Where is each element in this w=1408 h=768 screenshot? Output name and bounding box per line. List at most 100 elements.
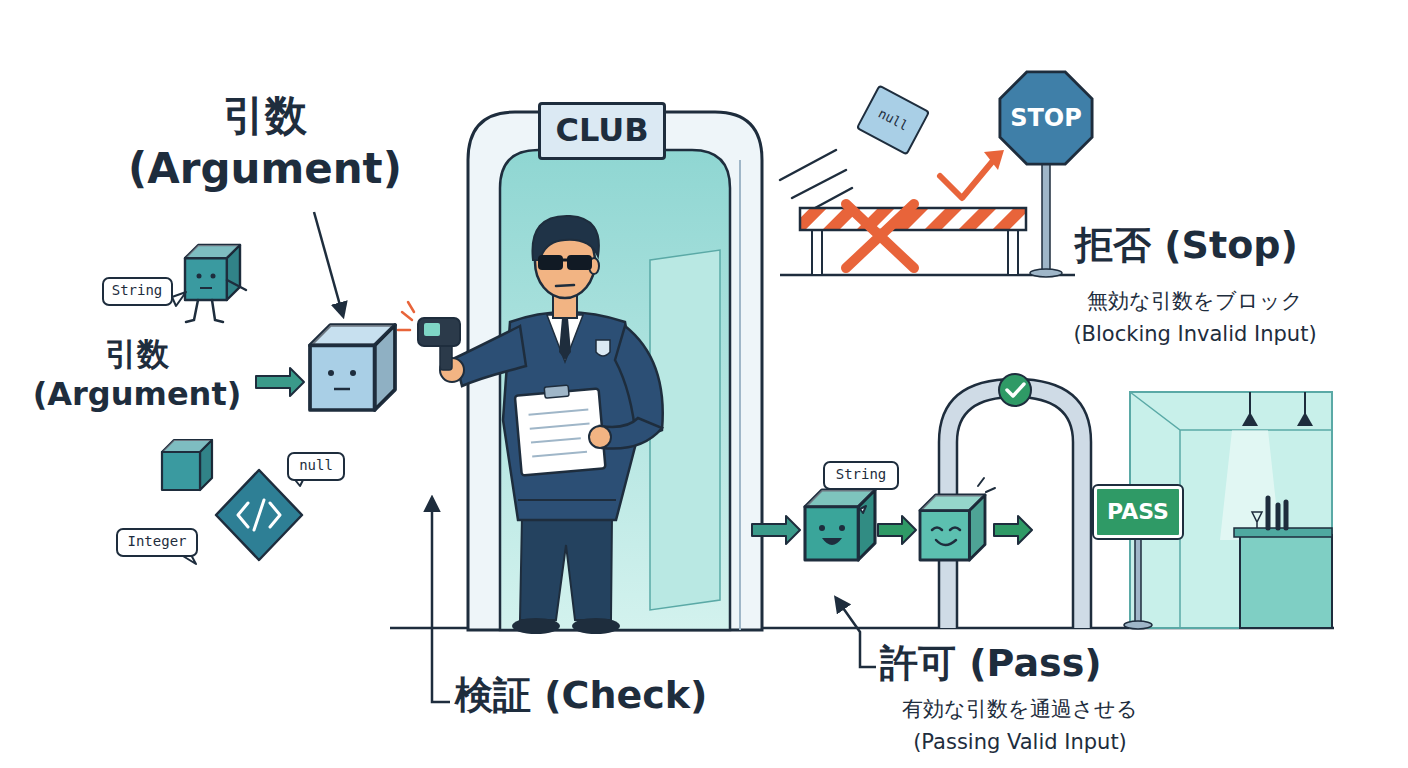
bouncer-figure — [556, 285, 574, 286]
bouncer-figure — [455, 326, 526, 386]
pass-sign: PASS — [1094, 486, 1182, 538]
pass-gate — [1250, 392, 1305, 414]
argument-cube — [238, 500, 280, 530]
bouncer-figure — [529, 409, 592, 456]
bouncer-figure — [596, 340, 610, 356]
bouncer-figure — [532, 216, 598, 260]
bouncer-figure — [398, 216, 663, 634]
bouncer-figure — [424, 323, 440, 336]
stop-sign: STOP — [998, 70, 1094, 166]
valid-argument-cube — [822, 538, 842, 545]
bouncer-figure — [562, 259, 568, 262]
pass-gate — [999, 374, 1031, 406]
leader-line — [314, 212, 876, 702]
invalid-argument-cube: null — [856, 84, 931, 155]
octagon-outline — [1000, 72, 1092, 164]
bouncer-figure — [520, 516, 612, 620]
pass-note: 有効な引数を通過させる — [835, 696, 1205, 722]
node-text: null — [299, 458, 333, 473]
argument-cube — [186, 300, 223, 322]
club-door — [739, 160, 741, 630]
pass-gate — [1268, 498, 1286, 528]
node-text: Integer — [127, 534, 186, 549]
argument-cube — [172, 292, 186, 306]
argument-cube — [334, 388, 350, 391]
stop-barrier — [846, 204, 914, 268]
stop-barrier — [780, 150, 1062, 277]
type-bubble: String — [823, 461, 899, 490]
pass-gate — [1135, 538, 1141, 624]
bouncer-figure — [538, 255, 563, 270]
valid-argument-cube — [978, 478, 995, 492]
argument-cube — [328, 370, 334, 376]
valid-argument-cube — [994, 516, 1032, 544]
pass-gate — [1007, 384, 1024, 396]
club-sign: CLUB — [538, 102, 666, 160]
bouncer-figure — [398, 302, 414, 330]
argument-cube — [162, 440, 212, 490]
side-label: 引数 (Argument) — [22, 334, 252, 414]
pass-gate — [1242, 412, 1258, 426]
argument-cube — [227, 280, 246, 290]
stop-barrier — [812, 228, 822, 275]
pass-note: (Passing Valid Input) — [835, 729, 1205, 755]
valid-argument-cube — [805, 490, 875, 560]
reject-note: (Blocking Invalid Input) — [1015, 321, 1375, 347]
reject-title: 拒否 (Stop) — [1075, 222, 1345, 270]
pass-title: 許可 (Pass) — [880, 640, 1160, 688]
valid-argument-cube — [860, 506, 866, 513]
pass-gate — [1124, 621, 1152, 629]
heading-label: 引数 (Argument) — [110, 90, 420, 195]
bouncer-figure — [572, 618, 620, 634]
argument-cube — [310, 325, 395, 410]
stop-barrier — [1042, 160, 1050, 272]
bouncer-figure — [567, 255, 592, 270]
stop-barrier — [984, 150, 1004, 170]
node-text: String — [836, 467, 887, 482]
pass-gate — [939, 374, 1332, 629]
bouncer-figure — [559, 318, 571, 360]
node-text: null — [876, 106, 910, 133]
stop-barrier — [1008, 228, 1018, 275]
bouncer-figure — [518, 499, 616, 501]
pass-gate — [1297, 412, 1313, 426]
leader-line — [836, 598, 876, 667]
pass-gate — [1240, 535, 1332, 628]
leader-line — [314, 212, 343, 316]
valid-argument-cube — [920, 495, 985, 560]
bouncer-figure — [544, 385, 569, 398]
bouncer-figure — [547, 315, 583, 362]
valid-argument-cube — [752, 478, 1032, 560]
argument-cube — [200, 287, 212, 289]
node-text: CLUB — [555, 113, 648, 148]
valid-argument-cube — [936, 540, 956, 545]
pass-gate — [1252, 512, 1262, 528]
type-bubble: null — [287, 452, 345, 481]
check-title: 検証 (Check) — [455, 672, 775, 720]
valid-argument-cube — [752, 516, 800, 544]
pass-gate — [1220, 430, 1280, 540]
argument-cube — [350, 370, 356, 376]
argument-cube — [197, 274, 202, 279]
argument-cube — [256, 368, 304, 396]
reject-note: 無効な引数をブロック — [1015, 288, 1375, 314]
valid-argument-cube — [819, 525, 825, 531]
type-bubble: String — [102, 277, 173, 306]
bouncer-figure — [418, 318, 460, 346]
argument-cube — [216, 470, 302, 560]
node-text: String — [112, 283, 163, 298]
pass-gate — [1234, 528, 1332, 537]
node-text: STOP — [1010, 105, 1082, 131]
valid-argument-cube — [839, 525, 845, 531]
valid-argument-cube — [878, 516, 916, 544]
club-door — [500, 150, 730, 630]
stop-barrier — [1030, 269, 1062, 277]
argument-cube — [185, 245, 240, 300]
stop-barrier — [940, 162, 992, 198]
bouncer-figure — [512, 618, 560, 634]
bouncer-figure — [589, 426, 611, 448]
node-text: PASS — [1107, 500, 1169, 524]
valid-argument-cube — [932, 528, 960, 531]
type-bubble: Integer — [116, 528, 198, 557]
